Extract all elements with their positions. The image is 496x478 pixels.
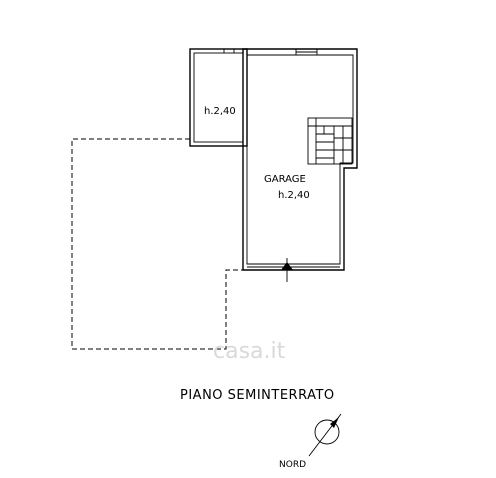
garage-room <box>242 48 358 271</box>
storage-height-label: h.2,40 <box>204 106 236 117</box>
north-label: NORD <box>279 460 306 470</box>
watermark-text: casa.it <box>213 339 286 364</box>
entrance-arrow <box>281 258 293 282</box>
plan-title: PIANO SEMINTERRATO <box>180 388 335 403</box>
exterior-area-outline <box>71 138 245 350</box>
storage-room <box>189 48 248 147</box>
garage-name-label: GARAGE <box>264 174 306 185</box>
garage-height-label: h.2,40 <box>278 190 310 201</box>
north-compass-icon <box>308 413 342 457</box>
staircase <box>307 117 353 165</box>
